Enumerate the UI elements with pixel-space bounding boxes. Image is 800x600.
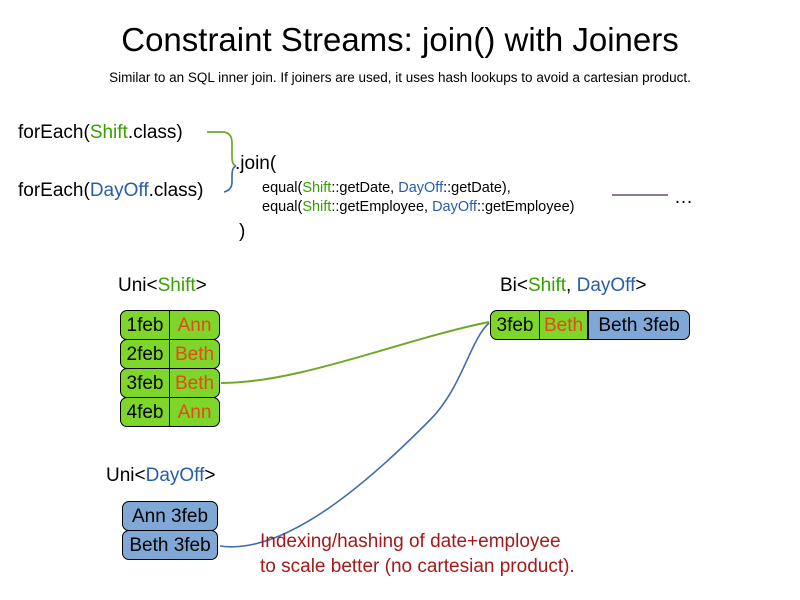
code-foreach-dayoff: forEach(DayOff.class)	[18, 179, 204, 203]
shift-employee-cell: Beth	[170, 368, 220, 398]
code-joiner-equal-employee: equal(Shift::getEmployee, DayOff::getEmp…	[262, 198, 574, 217]
annotation-line-1: Indexing/hashing of date+employee	[260, 531, 561, 552]
label-uni-shift-type: Shift	[157, 275, 196, 296]
label-uni-dayoff-type: DayOff	[145, 465, 205, 486]
shift-date-cell: 1feb	[120, 310, 170, 340]
bi-tuple-row[interactable]: 3feb Beth Beth 3feb	[490, 310, 690, 340]
shift-date-cell: 3feb	[120, 368, 170, 398]
equal-date-right-ref: ::getDate),	[443, 180, 511, 196]
code-foreach-shift: forEach(Shift.class)	[18, 121, 183, 145]
connector-dayoff-row-to-bi	[219, 322, 490, 548]
dayoff-cell: Beth 3feb	[122, 530, 218, 560]
annotation-text: Indexing/hashing of date+employee to sca…	[260, 529, 575, 579]
label-bi-separator: ,	[566, 275, 577, 296]
dayoff-fact-row[interactable]: Beth 3feb	[122, 530, 218, 560]
bi-shift-employee-cell: Beth	[540, 310, 588, 340]
page-title: Constraint Streams: join() with Joiners	[121, 21, 679, 58]
equal-employee-left-ref: ::getEmployee,	[331, 199, 433, 215]
label-bi-type-b: DayOff	[576, 275, 636, 296]
code-foreach-dayoff-prefix: forEach(	[18, 180, 90, 201]
shift-fact-row[interactable]: 2feb Beth	[120, 339, 220, 369]
equal-date-left-ref: ::getDate,	[331, 180, 399, 196]
shift-date-cell: 4feb	[120, 397, 170, 427]
code-foreach-shift-prefix: forEach(	[18, 122, 90, 143]
label-bi-open: Bi<	[500, 275, 528, 296]
shift-employee-cell: Ann	[170, 397, 220, 427]
code-foreach-dayoff-type: DayOff	[89, 180, 149, 201]
code-ellipsis: …	[674, 187, 693, 208]
dayoff-cell: Ann 3feb	[122, 501, 218, 531]
bi-dayoff-cell: Beth 3feb	[588, 310, 690, 340]
equal-date-left-type: Shift	[302, 180, 332, 196]
equal-date-prefix: equal(	[262, 180, 303, 196]
code-joiner-equal-date: equal(Shift::getDate, DayOff::getDate),	[262, 179, 511, 198]
label-uni-shift: Uni<Shift>	[118, 274, 207, 298]
label-bi-type-a: Shift	[528, 275, 567, 296]
connector-shift-row-to-bi	[220, 321, 490, 384]
shift-fact-row[interactable]: 4feb Ann	[120, 397, 220, 427]
equal-employee-left-type: Shift	[302, 199, 332, 215]
label-uni-dayoff-close: >	[204, 465, 216, 486]
label-bi-close: >	[635, 275, 647, 296]
code-foreach-dayoff-suffix: .class)	[148, 180, 204, 201]
equal-date-right-type: DayOff	[398, 180, 444, 196]
connector-shift-to-join	[207, 131, 237, 167]
label-uni-dayoff: Uni<DayOff>	[106, 464, 216, 488]
label-uni-shift-open: Uni<	[118, 275, 158, 296]
code-join-open: .join(	[235, 153, 277, 174]
equal-employee-prefix: equal(	[262, 199, 303, 215]
shift-fact-row[interactable]: 3feb Beth	[120, 368, 220, 398]
label-uni-shift-close: >	[195, 275, 207, 296]
equal-employee-right-type: DayOff	[432, 199, 477, 215]
code-foreach-shift-suffix: .class)	[127, 122, 183, 143]
label-uni-dayoff-open: Uni<	[106, 465, 146, 486]
annotation-line-2: to scale better (no cartesian product).	[260, 556, 575, 577]
code-join-close: )	[239, 221, 246, 242]
dayoff-fact-row[interactable]: Ann 3feb	[122, 501, 218, 531]
equal-employee-right-ref: ::getEmployee)	[476, 199, 575, 215]
code-foreach-shift-type: Shift	[89, 122, 128, 143]
label-bi-stream: Bi<Shift, DayOff>	[500, 274, 646, 298]
shift-employee-cell: Ann	[170, 310, 220, 340]
shift-employee-cell: Beth	[170, 339, 220, 369]
shift-date-cell: 2feb	[120, 339, 170, 369]
bi-shift-date-cell: 3feb	[490, 310, 540, 340]
shift-fact-row[interactable]: 1feb Ann	[120, 310, 220, 340]
page-subtitle: Similar to an SQL inner join. If joiners…	[109, 70, 691, 85]
